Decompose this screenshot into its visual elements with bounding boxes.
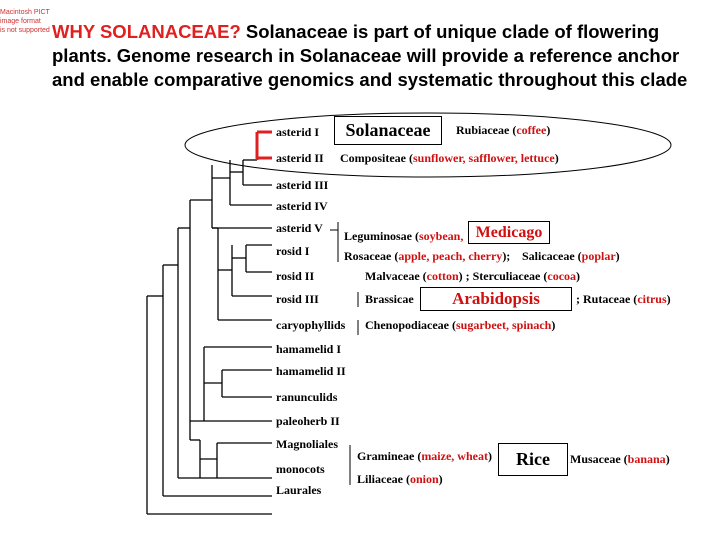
taxon-asterid-iii: asterid III [276,178,329,192]
family-gramineae: Gramineae (maize, wheat) [357,449,492,463]
pict-notice-line: image format [0,18,41,25]
solanaceae-box: Solanaceae [334,116,442,145]
family-liliaceae: Liliaceae (onion) [357,472,443,486]
arabidopsis-box: Arabidopsis [420,287,572,311]
asterid-clade-bracket [255,130,272,160]
title-text: Solanaceae is part of unique clade of fl… [52,21,688,90]
rice-box: Rice [498,443,568,476]
family-brassicae: Brassicae [365,292,414,306]
medicago-box: Medicago [468,221,550,244]
family-leguminosae: Leguminosae (soybean, [344,229,464,243]
family-salicaceae: Salicaceae (poplar) [522,249,620,263]
family-compositeae: Compositeae (sunflower, safflower, lettu… [340,151,559,165]
taxon-rosid-iii: rosid III [276,292,319,306]
title-highlight: WHY SOLANACEAE? [52,21,241,42]
taxon-caryophyllids: caryophyllids [276,318,346,332]
taxon-laurales: Laurales [276,483,322,497]
family-chenopodiaceae: Chenopodiaceae (sugarbeet, spinach) [365,318,556,332]
taxon-ranunculids: ranunculids [276,390,338,404]
taxon-asterid-v: asterid V [276,221,323,235]
highlight-oval [184,112,672,178]
pict-notice-line: Macintosh PICT [0,9,50,16]
taxon-rosid-i: rosid I [276,244,310,258]
taxon-hamamelid-i: hamamelid I [276,342,342,356]
unsupported-image-notice: Macintosh PICT image format is not suppo… [0,8,60,35]
taxon-rosid-ii: rosid II [276,269,315,283]
family-rutaceae: ; Rutaceae (citrus) [576,292,671,306]
taxon-paleoherb-ii: paleoherb II [276,414,340,428]
taxon-asterid-ii: asterid II [276,151,324,165]
family-rosaceae: Rosaceae (apple, peach, cherry); [344,249,511,263]
taxon-monocots: monocots [276,462,325,476]
slide-title: WHY SOLANACEAE? Solanaceae is part of un… [52,20,716,92]
taxon-asterid-iv: asterid IV [276,199,328,213]
taxon-asterid-i: asterid I [276,125,319,139]
family-malvaceae: Malvaceae (cotton) ; Sterculiaceae (coco… [365,269,581,283]
family-musaceae: Musaceae (banana) [570,452,670,466]
family-rubiaceae: Rubiaceae (coffee) [456,123,551,137]
pict-notice-line: is not supported [0,27,50,34]
taxon-magnoliales: Magnoliales [276,437,338,451]
taxon-hamamelid-ii: hamamelid II [276,364,346,378]
